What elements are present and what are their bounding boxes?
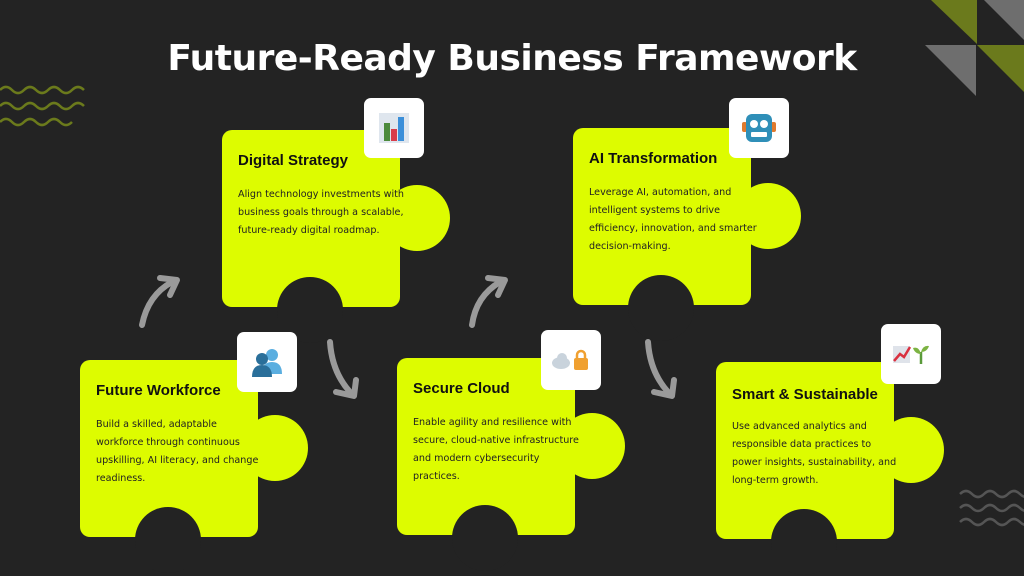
card-title: Secure Cloud — [413, 380, 510, 397]
page-title: Future-Ready Business Framework — [167, 38, 857, 79]
card-smart-sustainable: Smart & Sustainable Use advanced analyti… — [716, 362, 944, 575]
cloud-lock-icon — [541, 330, 601, 390]
card-ai-transformation: AI Transformation Leverage AI, automatio… — [573, 128, 801, 341]
card-text: Build a skilled, adaptable workforce thr… — [96, 419, 259, 484]
card-title: Future Workforce — [96, 382, 221, 399]
arrow-ai-to-smart — [645, 339, 677, 399]
bar-chart-icon — [364, 98, 424, 158]
wavy-lines-right — [959, 489, 1024, 527]
arrow-strategy-to-cloud — [327, 339, 359, 399]
card-digital-strategy: Digital Strategy Align technology invest… — [222, 130, 450, 343]
people-icon — [237, 332, 297, 392]
arrow-cloud-to-ai — [469, 275, 508, 328]
card-title: Smart & Sustainable — [732, 386, 878, 403]
card-future-workforce: Future Workforce Build a skilled, adapta… — [80, 360, 308, 573]
card-text: Use advanced analytics and responsible d… — [732, 421, 897, 486]
wavy-lines-left — [0, 85, 85, 127]
card-text: Enable agility and resilience with secur… — [413, 417, 579, 482]
robot-icon — [729, 98, 789, 158]
card-text: Leverage AI, automation, and intelligent… — [589, 187, 757, 252]
growth-sprout-icon — [881, 324, 941, 384]
card-title: Digital Strategy — [238, 152, 349, 169]
card-title: AI Transformation — [589, 150, 718, 167]
card-text: Align technology investments with busine… — [238, 189, 405, 236]
corner-triangles — [925, 0, 1024, 96]
arrow-workforce-to-strategy — [139, 275, 180, 328]
